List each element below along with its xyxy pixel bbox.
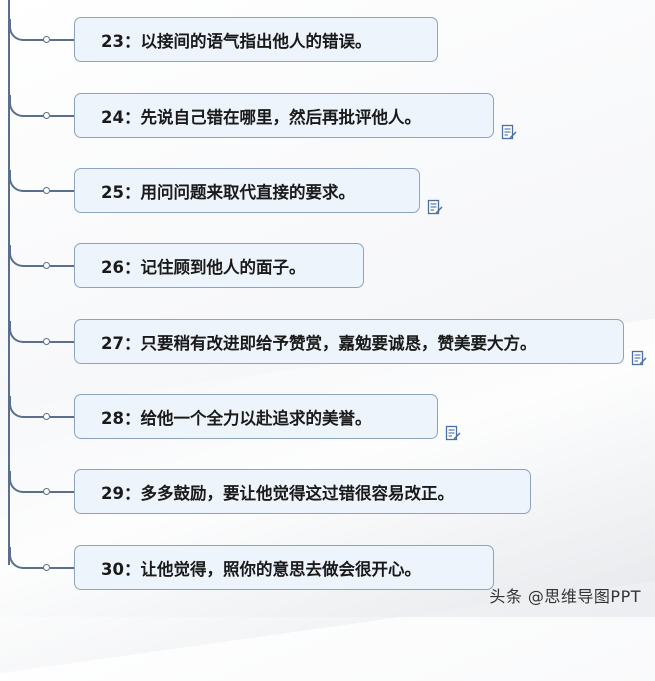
topic-label: 24：先说自己错在哪里，然后再批评他人。	[101, 107, 421, 127]
connector-dot[interactable]	[43, 187, 50, 194]
branch-connector	[9, 395, 45, 418]
topic-label: 29：多多鼓励，要让他觉得这过错很容易改正。	[101, 483, 454, 503]
topic-label: 23：以接间的语气指出他人的错误。	[101, 31, 372, 51]
topic-node[interactable]: 29：多多鼓励，要让他觉得这过错很容易改正。	[74, 469, 531, 514]
topic-label: 28：给他一个全力以赴追求的美誉。	[101, 408, 372, 428]
connector-dot[interactable]	[43, 262, 50, 269]
topic-label: 26：记住顾到他人的面子。	[101, 257, 306, 277]
note-icon[interactable]	[501, 124, 517, 140]
topic-node[interactable]: 27：只要稍有改进即给予赞赏，嘉勉要诚恳，赞美要大方。	[74, 319, 624, 364]
branch-stub	[50, 340, 75, 343]
branch-stub	[50, 415, 75, 418]
connector-dot[interactable]	[43, 413, 50, 420]
note-icon[interactable]	[631, 350, 647, 366]
note-icon[interactable]	[445, 425, 461, 441]
topic-node[interactable]: 26：记住顾到他人的面子。	[74, 243, 364, 288]
topic-label: 27：只要稍有改进即给予赞赏，嘉勉要诚恳，赞美要大方。	[101, 333, 537, 353]
branch-stub	[50, 566, 75, 569]
connector-dot[interactable]	[43, 564, 50, 571]
branch-stub	[50, 189, 75, 192]
topic-label: 30：让他觉得，照你的意思去做会很开心。	[101, 559, 421, 579]
branch-stub	[50, 490, 75, 493]
topic-node[interactable]: 23：以接间的语气指出他人的错误。	[74, 17, 438, 62]
connector-dot[interactable]	[43, 36, 50, 43]
topic-node[interactable]: 30：让他觉得，照你的意思去做会很开心。	[74, 545, 494, 590]
branch-connector	[9, 320, 45, 343]
topic-node[interactable]: 25：用问问题来取代直接的要求。	[74, 168, 420, 213]
connector-dot[interactable]	[43, 112, 50, 119]
branch-connector	[9, 18, 45, 41]
branch-connector	[9, 546, 45, 569]
topic-node[interactable]: 28：给他一个全力以赴追求的美誉。	[74, 394, 438, 439]
connector-dot[interactable]	[43, 338, 50, 345]
branch-connector	[9, 470, 45, 493]
branch-stub	[50, 114, 75, 117]
branch-stub	[50, 264, 75, 267]
branch-stub	[50, 38, 75, 41]
branch-connector	[9, 94, 45, 117]
note-icon[interactable]	[427, 199, 443, 215]
connector-dot[interactable]	[43, 488, 50, 495]
topic-label: 25：用问问题来取代直接的要求。	[101, 182, 355, 202]
topic-node[interactable]: 24：先说自己错在哪里，然后再批评他人。	[74, 93, 494, 138]
trunk-line	[8, 0, 10, 565]
branch-connector	[9, 244, 45, 267]
branch-connector	[9, 169, 45, 192]
watermark: 头条 @思维导图PPT	[489, 587, 641, 606]
